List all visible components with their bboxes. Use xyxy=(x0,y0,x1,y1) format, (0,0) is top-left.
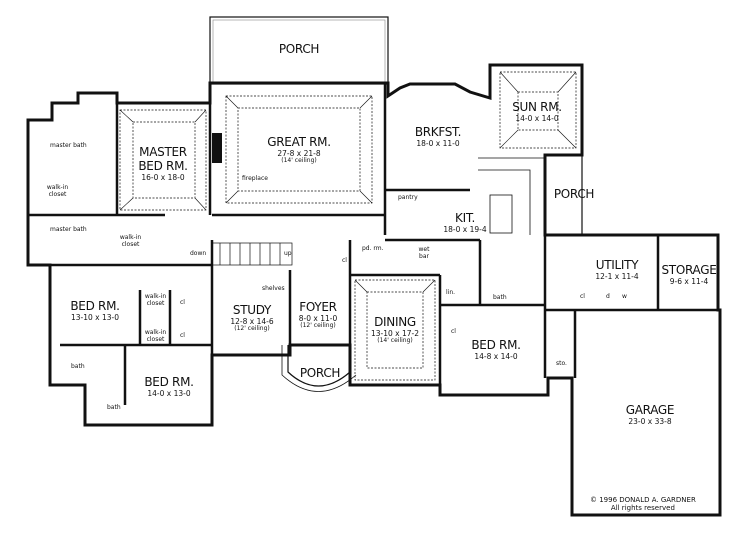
exterior-wall xyxy=(26,63,722,517)
room-size: 9-6 x 11-4 xyxy=(669,276,709,286)
room-name: BRKFST. xyxy=(414,125,462,139)
room-name: DINING xyxy=(374,315,416,329)
label-sto: sto. xyxy=(556,360,567,367)
room-sun-rm: SUN RM.14-0 x 14-0 xyxy=(512,100,562,123)
label-cl: cl xyxy=(342,257,347,264)
label-wet-bar: wet bar xyxy=(418,246,430,260)
label-up: up xyxy=(284,250,292,257)
label-shelves: shelves xyxy=(262,285,285,292)
label-dryer: d xyxy=(606,293,610,300)
room-size: 8-0 x 11-0 xyxy=(298,313,338,323)
room-name: GREAT RM. xyxy=(267,135,331,149)
room-size: 16-0 x 18-0 xyxy=(141,172,185,182)
room-ceiling: (12' ceiling) xyxy=(234,325,270,333)
room-size: 13-10 x 17-2 xyxy=(370,328,420,338)
room-size: 27-8 x 21-8 xyxy=(277,148,321,158)
room-name: MASTER BED RM. xyxy=(138,145,188,173)
label-cl: cl xyxy=(580,293,585,300)
room-rear-porch: PORCH xyxy=(278,42,320,57)
label-bath: bath xyxy=(71,363,85,370)
room-size: 18-0 x 19-4 xyxy=(443,224,487,234)
room-name: FOYER xyxy=(299,300,337,314)
copyright-line1: © 1996 DONALD A. GARDNER xyxy=(590,496,696,504)
room-name: BED RM. xyxy=(70,299,120,313)
label-cl: cl xyxy=(180,332,185,339)
room-ceiling: (14' ceiling) xyxy=(281,157,317,165)
room-bed-rm-3: BED RM.14-0 x 13-0 xyxy=(144,375,194,398)
label-pd-rm: pd. rm. xyxy=(362,245,384,252)
label-fireplace: fireplace xyxy=(242,175,268,182)
room-name: PORCH xyxy=(553,187,595,201)
room-size: 23-0 x 33-8 xyxy=(628,416,672,426)
room-name: BED RM. xyxy=(144,375,194,389)
room-front-porch: PORCH xyxy=(299,366,341,381)
label-cl: cl xyxy=(180,299,185,306)
room-master-bed: MASTER BED RM.16-0 x 18-0 xyxy=(133,145,193,182)
label-bath: bath xyxy=(107,404,121,411)
label-walk-in-closet: walk-in closet xyxy=(46,184,69,198)
room-name: PORCH xyxy=(278,42,320,56)
label-washer: w xyxy=(622,293,627,300)
room-name: GARAGE xyxy=(625,403,675,417)
label-walk-in-closet: walk-in closet xyxy=(144,293,167,307)
label-master-bath: master bath xyxy=(50,226,87,233)
label-pantry: pantry xyxy=(398,194,418,201)
room-name: STUDY xyxy=(232,303,272,317)
copyright: © 1996 DONALD A. GARDNER All rights rese… xyxy=(590,496,696,513)
label-down: down xyxy=(190,250,207,257)
label-cl: cl xyxy=(451,328,456,335)
room-kit: KIT.18-0 x 19-4 xyxy=(443,211,487,234)
label-walk-in-closet: walk-in closet xyxy=(144,329,167,343)
room-name: BED RM. xyxy=(471,338,521,352)
label-master-bath: master bath xyxy=(50,142,87,149)
label-bath: bath xyxy=(493,294,507,301)
copyright-line2: All rights reserved xyxy=(610,504,675,513)
room-name: SUN RM. xyxy=(512,100,562,114)
room-bed-rm-1: BED RM.13-10 x 13-0 xyxy=(70,299,120,322)
room-name: STORAGE xyxy=(661,263,717,277)
room-size: 14-0 x 14-0 xyxy=(515,113,559,123)
room-size: 13-10 x 13-0 xyxy=(70,312,120,322)
label-walk-in-closet: walk-in closet xyxy=(119,234,142,248)
room-side-porch: PORCH xyxy=(553,187,595,202)
label-lin: lin. xyxy=(446,289,456,296)
room-size: 12-8 x 14-6 xyxy=(230,316,274,326)
room-size: 18-0 x 11-0 xyxy=(416,138,460,148)
room-name: UTILITY xyxy=(595,258,639,272)
room-name: PORCH xyxy=(299,366,341,380)
room-ceiling: (14' ceiling) xyxy=(377,337,413,345)
room-size: 14-0 x 13-0 xyxy=(147,388,191,398)
room-name: KIT. xyxy=(455,211,475,225)
room-brkfst: BRKFST.18-0 x 11-0 xyxy=(414,125,462,148)
room-great-rm: GREAT RM.27-8 x 21-8(14' ceiling) xyxy=(267,135,331,165)
room-bed-rm-2: BED RM.14-8 x 14-0 xyxy=(471,338,521,361)
room-ceiling: (12' ceiling) xyxy=(300,322,336,330)
room-size: 12-1 x 11-4 xyxy=(595,271,639,281)
room-size: 14-8 x 14-0 xyxy=(474,351,518,361)
